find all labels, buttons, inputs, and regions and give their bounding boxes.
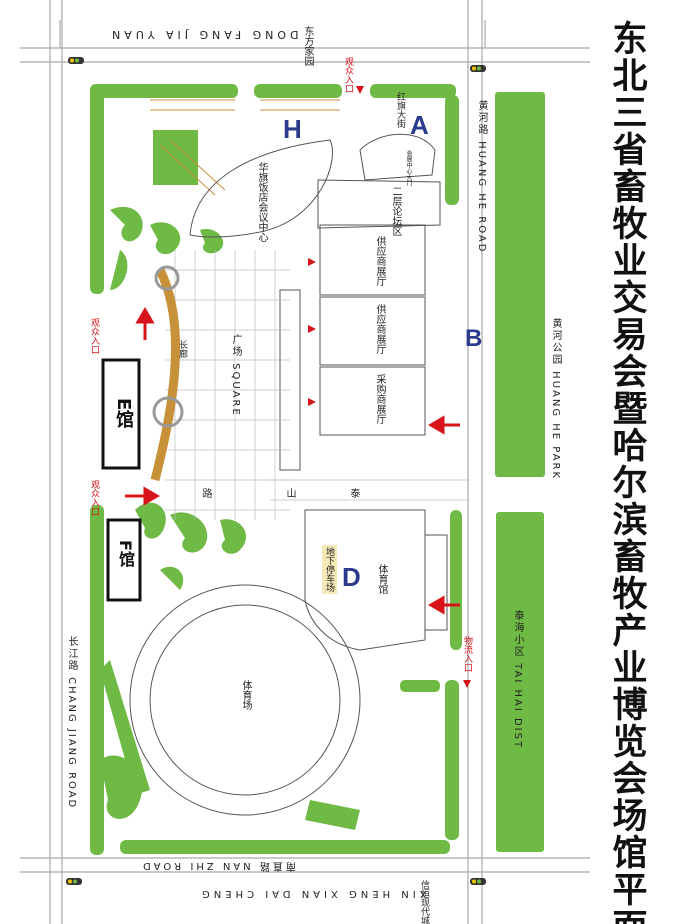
hall-b-letter: B	[465, 325, 483, 352]
road-label-taihai: 泰海小区 TAI HAI DIST	[512, 610, 523, 750]
track-hatch	[150, 99, 340, 196]
decorative-plants	[100, 206, 360, 830]
conference-building	[189, 139, 333, 238]
stadium-label: 体育场	[240, 680, 251, 710]
tai-label: 泰	[348, 488, 359, 498]
taihai-green	[496, 512, 544, 852]
right-green-1	[445, 95, 459, 205]
stadium-inner	[149, 604, 341, 796]
hall-f-label: F馆	[116, 540, 135, 567]
hall-a-letter: A	[410, 110, 429, 140]
walkway-building	[279, 289, 301, 471]
right-green-3	[445, 680, 459, 840]
purchase-hall-label: 采购商展厅	[374, 374, 385, 424]
buildings	[129, 133, 448, 816]
parking-label: 地下停车场	[322, 545, 337, 594]
right-green-2	[450, 510, 462, 650]
gym-label: 体育馆	[376, 564, 387, 594]
map-title: 东北三省畜牧业交易会暨哈尔滨畜牧产业博览会场馆平面图	[612, 20, 648, 924]
small-sign-label: 会展中心大门	[405, 150, 412, 186]
supplier-hall-1-building	[319, 224, 426, 296]
road-label-huanghe-park: 黄河公园 HUANG HE PARK	[550, 318, 561, 481]
corridor-node-top	[154, 265, 180, 291]
logistics-green	[400, 680, 440, 692]
road-lines	[20, 0, 590, 924]
supplier-hall-2-building	[319, 296, 426, 366]
conference-label: 华旗饭店会议中心	[256, 162, 267, 242]
left-green-top	[90, 84, 104, 294]
hall-f-box	[106, 518, 142, 602]
road-label-huanghe: 黄河路 HUANG HE ROAD	[476, 100, 487, 254]
corridor-path	[150, 267, 181, 482]
corridor-label: 长廊	[177, 340, 187, 358]
road-label-nanzhi: 南直路 NAN ZHI ROAD	[140, 860, 296, 871]
top-left-green	[90, 84, 238, 98]
shan-label: 山	[284, 488, 295, 498]
gym-building	[304, 509, 426, 651]
top-mid-green	[254, 84, 342, 98]
road-label-xinheng-cn: 信恒现代城	[419, 880, 429, 924]
supplier-hall-1-label: 供应商展厅	[374, 236, 385, 286]
corridor-node-mid	[152, 396, 184, 428]
h-green-square	[153, 130, 198, 185]
visitor-entrance-left: 观众入口	[89, 318, 99, 354]
logistics-entrance: 物流入口	[462, 636, 472, 672]
visitor-entrance-top: 观众入口	[343, 57, 353, 93]
bottom-green	[120, 840, 450, 854]
huanghe-park-green	[495, 92, 545, 477]
entrance-arrows	[125, 307, 460, 615]
visitor-entrance-left2: 观众入口	[89, 480, 99, 516]
road-label-xinheng: XIN HENG XIAN DAI CHENG	[198, 888, 427, 899]
gym-annex	[424, 534, 448, 631]
stadium-outer	[129, 584, 361, 816]
forum-label: 二层论坛区	[390, 186, 401, 236]
road-label-dongfang-cn: 东方家园	[302, 26, 313, 66]
top-right-green	[370, 84, 456, 98]
road-label-hongqi: 红旗大街	[395, 92, 405, 128]
green-areas	[90, 84, 545, 855]
square-label: 广场 SQUARE	[230, 334, 241, 417]
forum-building	[317, 179, 441, 229]
hall-d-letter: D	[342, 562, 361, 592]
hall-h-letter: H	[283, 114, 302, 144]
road-label-changjiang: 长江路 CHANG JIANG ROAD	[66, 636, 77, 810]
road-label-dongfang: DONG FANG JIA YUAN	[108, 28, 299, 41]
hall-a-building	[359, 133, 436, 181]
entrance-triangles	[308, 86, 471, 688]
traffic-lights	[66, 57, 486, 885]
left-green-bottom	[90, 505, 104, 855]
square-road-label: 路	[200, 488, 211, 498]
purchase-hall-building	[319, 366, 426, 436]
square-grid	[165, 250, 470, 520]
supplier-hall-2-label: 供应商展厅	[374, 304, 385, 354]
hall-e-label: E馆	[113, 398, 134, 429]
hall-e-box	[101, 358, 141, 470]
